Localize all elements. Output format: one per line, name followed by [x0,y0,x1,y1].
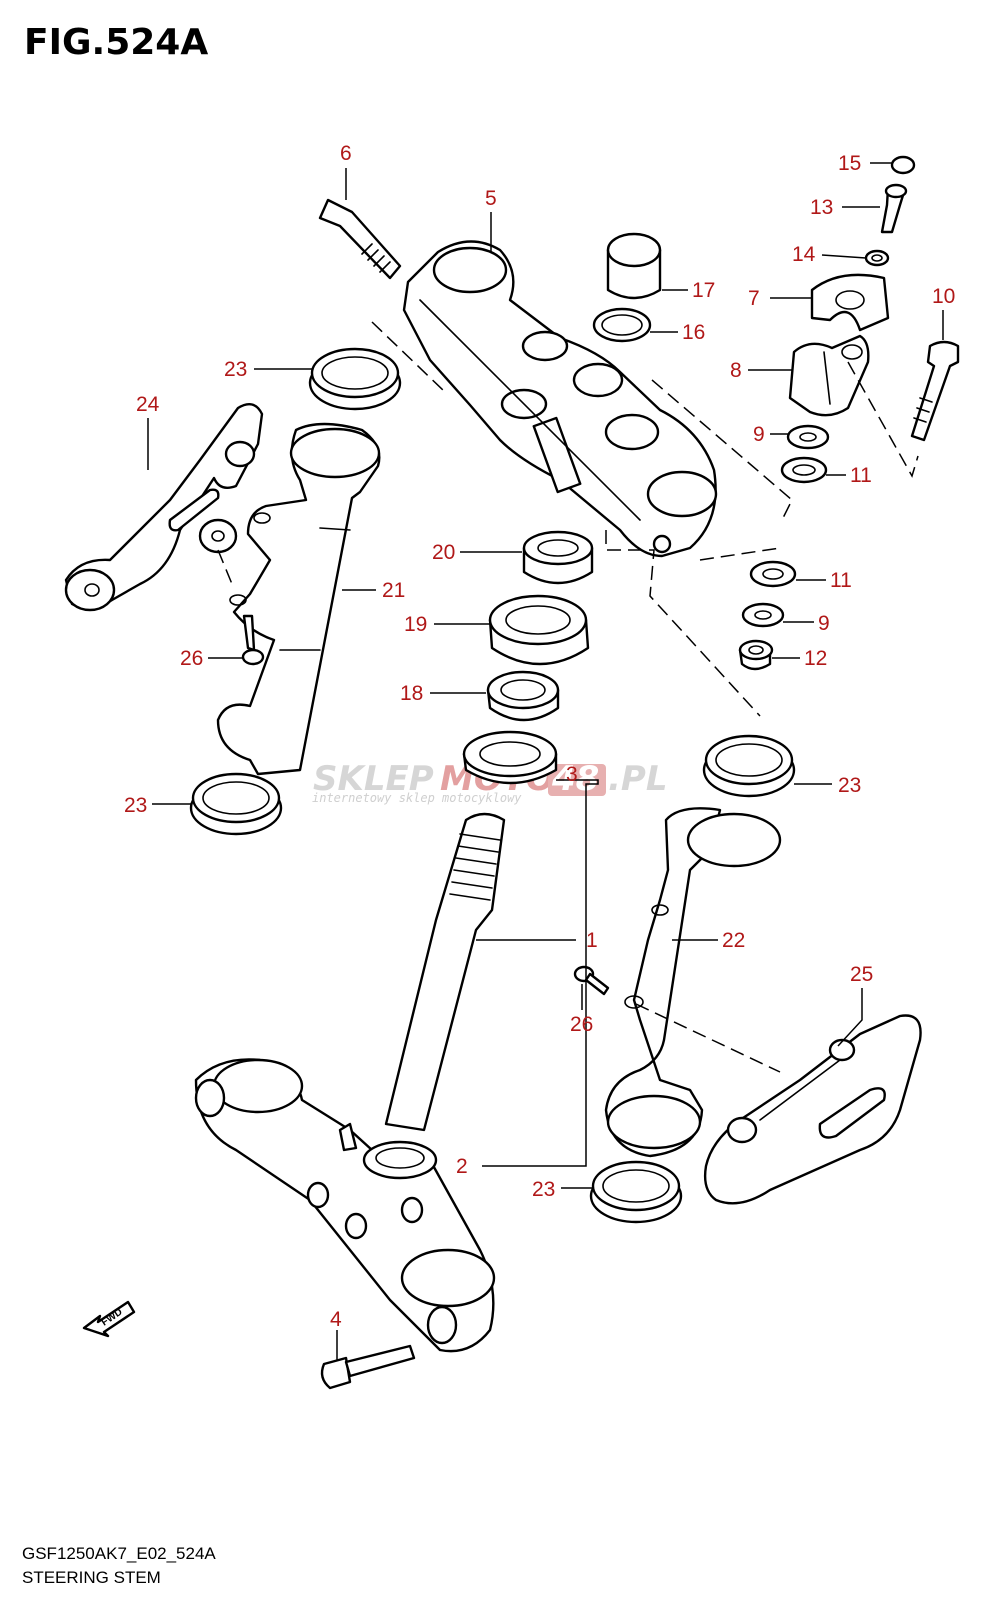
part-26-screw-b [573,965,610,996]
part-11-washer-bottom [749,560,797,588]
callout-11-b: 11 [830,569,852,592]
callout-14: 14 [792,243,816,266]
part-18-bearing [486,670,560,722]
callout-26-a: 26 [180,647,203,670]
part-16-ring [592,307,652,343]
part-25-bracket [703,1014,922,1205]
watermark-tagline: internetowy sklep motocyklowy [312,791,522,805]
callout-23-a: 23 [224,358,247,381]
callout-6: 6 [340,142,352,165]
callout-13: 13 [810,196,833,219]
callout-23-d: 23 [532,1178,555,1201]
callout-3: 3 [566,763,578,786]
part-3-race [462,730,558,785]
part-2-lower-bracket [194,1058,496,1353]
callout-23-b: 23 [124,794,147,817]
part-4-bolt [320,1344,416,1390]
callout-11-a: 11 [850,464,872,487]
watermark: SKLEP MOTO 48 .PL internetowy sklep moto… [312,759,668,805]
part-10-long-bolt [910,340,960,442]
part-23-seal-d [589,1160,683,1224]
part-24-bracket [64,402,264,612]
part-6-bolt [318,198,402,280]
part-21-cover-left [216,422,381,776]
callout-5: 5 [485,187,497,210]
callout-16: 16 [682,321,705,344]
callout-4: 4 [330,1308,342,1331]
callout-19: 19 [404,613,427,636]
part-9-washer-top [786,424,830,450]
callout-23-c: 23 [838,774,861,797]
model-code: GSF1250AK7_E02_524A [22,1544,216,1563]
part-14-washer [864,249,890,267]
diagram-name: STEERING STEM [22,1568,161,1587]
watermark-brand-c: 48 [551,759,599,799]
part-23-seal-c [702,734,796,798]
callout-15: 15 [838,152,861,175]
watermark-brand-d: .PL [608,759,668,799]
part-15-cap [890,155,916,175]
callout-1: 1 [586,929,598,952]
callout-9-b: 9 [818,612,830,635]
callout-17: 17 [692,279,715,302]
part-23-seal-a [308,347,402,411]
callout-10: 10 [932,285,955,308]
callout-21: 21 [382,579,405,602]
part-7-holder-upper [810,273,890,332]
part-26-screw-a [241,614,265,666]
part-9-washer-bottom [741,602,785,628]
callout-18: 18 [400,682,423,705]
part-19-dust-seal [488,594,590,666]
callout-7: 7 [748,287,760,310]
part-23-seal-b [189,772,283,836]
part-13-bolt [880,183,908,234]
callout-25: 25 [850,963,873,986]
part-8-holder-lower [788,334,870,417]
callout-2: 2 [456,1155,468,1178]
part-20-nut [522,530,594,585]
fwd-arrow-icon: FWD [82,1300,136,1338]
part-22-cover-right [604,807,782,1158]
part-17-cap [606,232,662,300]
callout-20: 20 [432,541,455,564]
callout-22: 22 [722,929,745,952]
part-12-nut [738,639,774,671]
part-11-washer-top [780,456,828,484]
callout-24: 24 [136,393,160,416]
callout-12: 12 [804,647,827,670]
leader-lines [147,162,944,1360]
figure-title: FIG.524A [24,22,209,63]
part-5-upper-bracket [402,240,718,558]
callouts: 6 5 15 13 14 17 7 10 16 8 23 24 9 11 20 … [124,142,955,1331]
part-1-stem-shaft [384,812,506,1132]
assembly-lines [217,321,919,1073]
callout-8: 8 [730,359,742,382]
watermark-brand-a: SKLEP [313,759,434,799]
callout-9-a: 9 [753,423,765,446]
callout-26-b: 26 [570,1013,593,1036]
